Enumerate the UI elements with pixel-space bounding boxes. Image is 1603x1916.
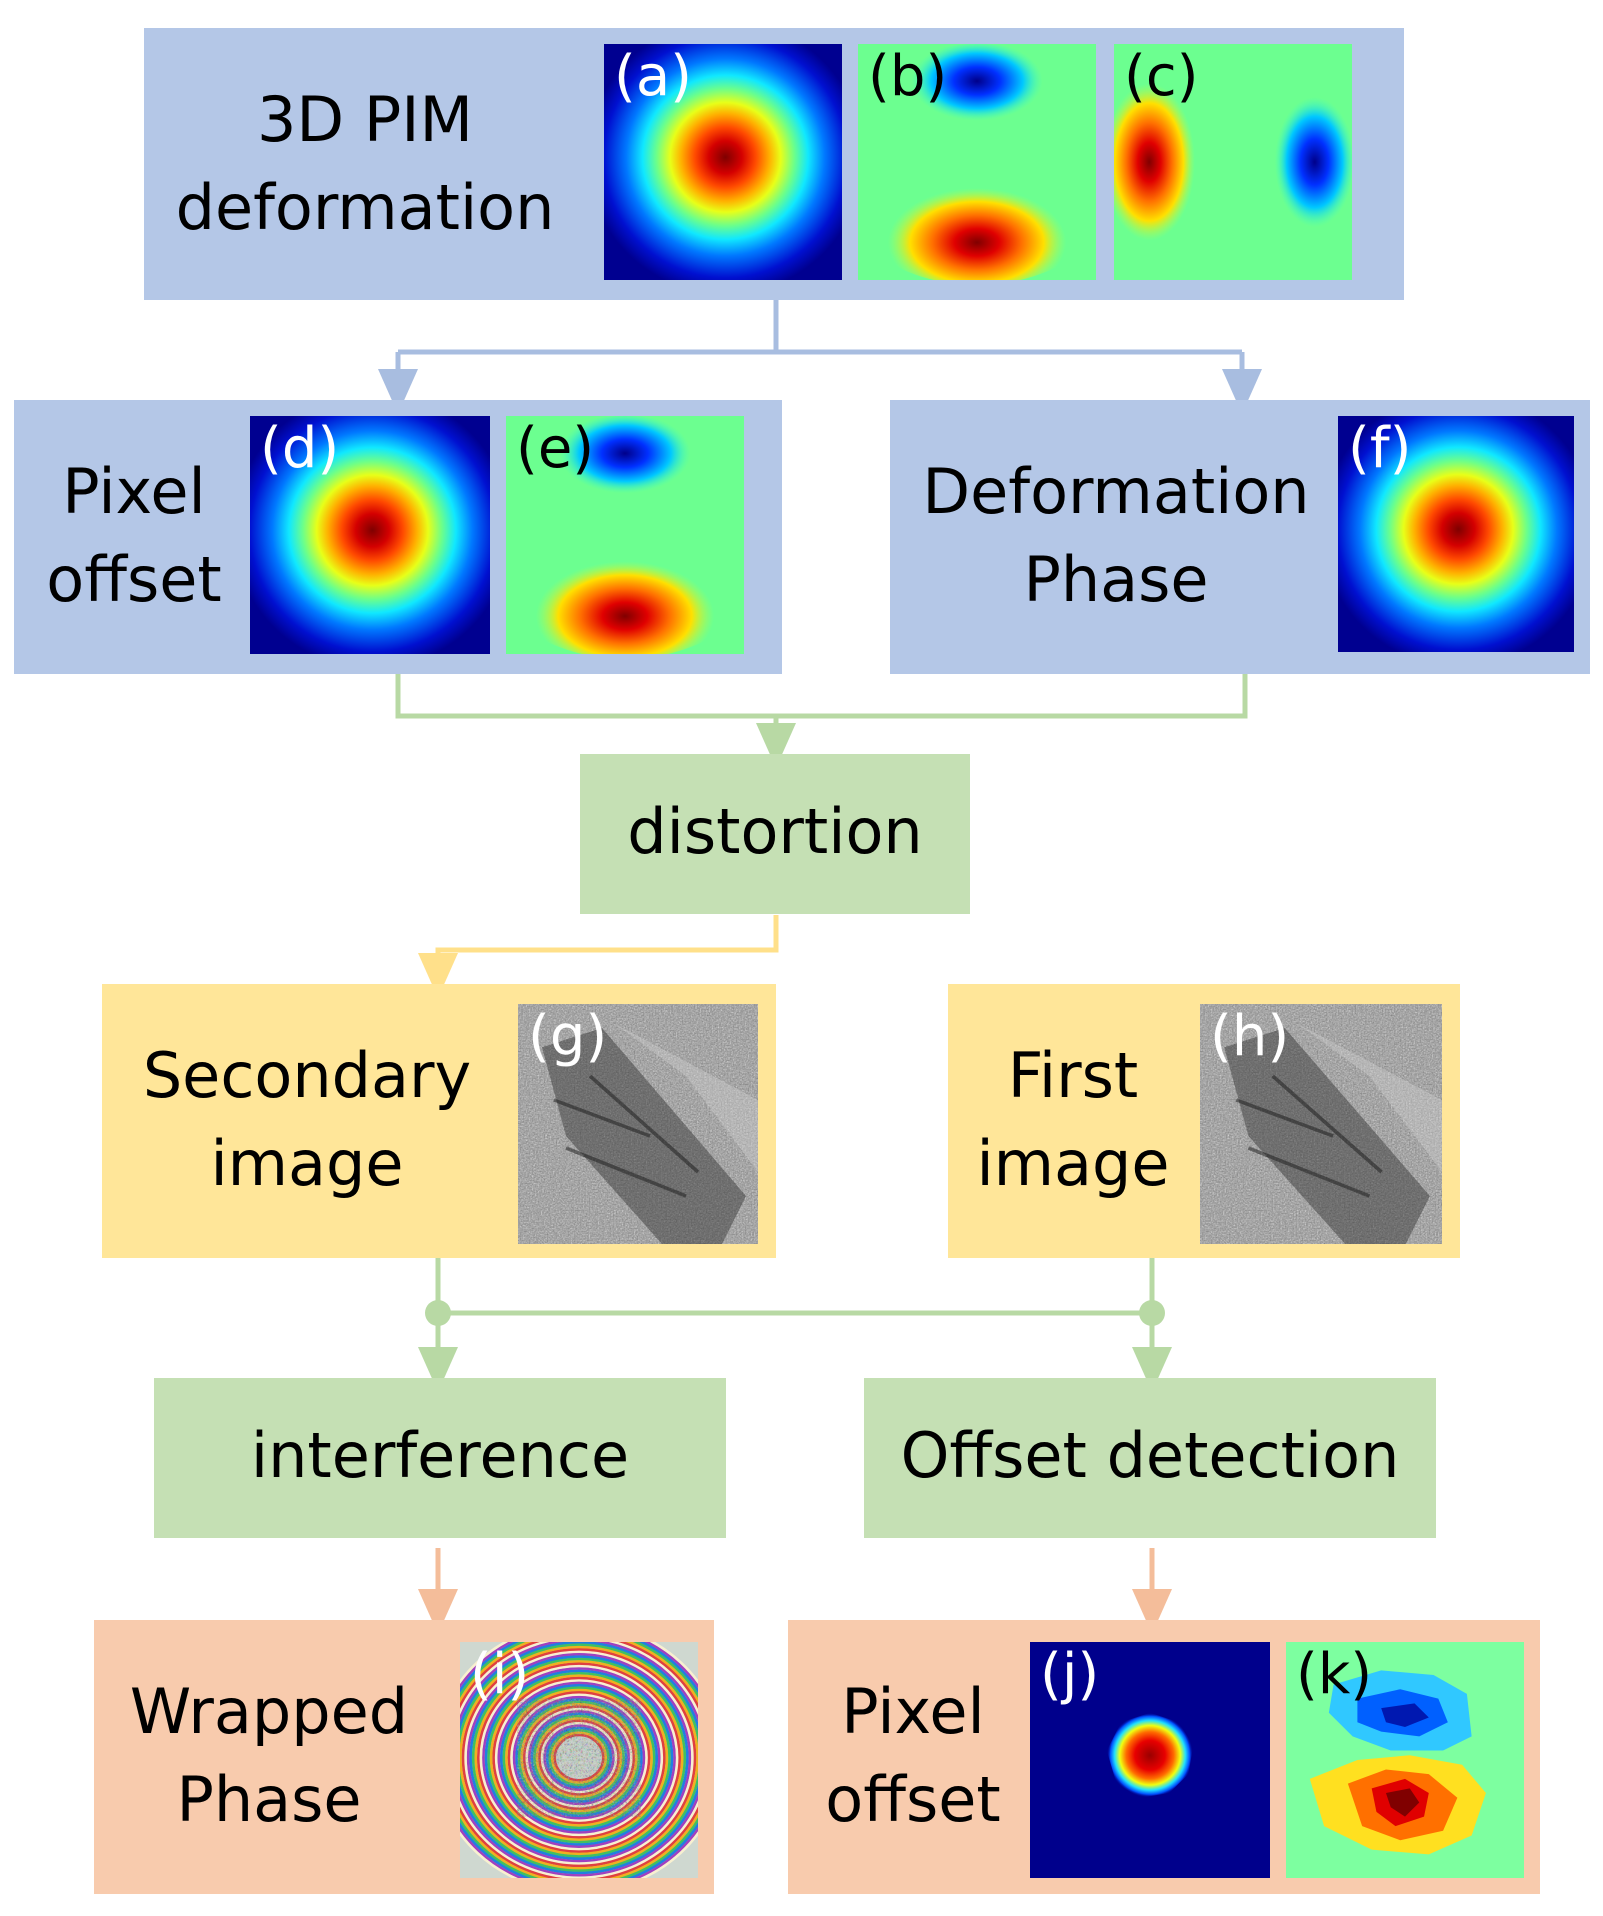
fringe-ring (461, 1648, 697, 1868)
pixel-offset-in-line2: offset (46, 543, 222, 617)
deformation-phase-label: Deformation Phase (890, 448, 1342, 624)
fringe-ring (489, 1674, 669, 1842)
panel-c-tag: (c) (1124, 44, 1199, 109)
pixel-offset-out-line1: Pixel (841, 1675, 985, 1748)
fringe-ring (464, 1650, 694, 1865)
fringe-ring (460, 1642, 698, 1878)
wrapped-line1: Wrapped (129, 1675, 409, 1748)
panel-h-tag: (h) (1210, 1004, 1290, 1069)
green-merge-connector (395, 674, 1248, 768)
fringe-ring (460, 1642, 698, 1875)
fringe-ring (471, 1657, 687, 1858)
interference-label: interference (250, 1419, 630, 1492)
panel-k-tag: (k) (1296, 1642, 1373, 1707)
panel-h-first-sar-image: (h) (1200, 1004, 1442, 1244)
secondary-line1: Secondary (142, 1039, 472, 1112)
fringe-ring (469, 1655, 689, 1861)
fringe-ring (487, 1671, 671, 1844)
blue-split-connector (378, 300, 1262, 414)
fringe-ring (512, 1695, 646, 1820)
first-line1: First (1007, 1039, 1139, 1112)
secondary-image-label: Secondary image (102, 1032, 512, 1208)
fringe-ring (460, 1645, 698, 1870)
pixel-offset-input-label: Pixel offset (14, 448, 254, 624)
panel-k-detected-offset-north: (k) (1286, 1642, 1524, 1878)
panel-g-secondary-sar-image: (g) (518, 1004, 758, 1244)
offset-detection-box: Offset detection (864, 1378, 1436, 1538)
interference-box: interference (154, 1378, 726, 1538)
fringe-ring (484, 1669, 674, 1846)
fringe-ring (507, 1690, 651, 1825)
panel-j-tag: (j) (1040, 1642, 1100, 1707)
panel-f-deformation-phase: (f) (1338, 416, 1574, 652)
fringe-ring (460, 1642, 698, 1877)
fringe-ring (510, 1693, 648, 1823)
secondary-line2: image (210, 1127, 404, 1201)
panel-i-wrapped-phase: (i) (460, 1642, 698, 1878)
panel-i-tag: (i) (470, 1642, 530, 1707)
panel-g-tag: (g) (528, 1004, 608, 1069)
fringe-ring (497, 1681, 661, 1834)
fringe-ring (482, 1667, 676, 1849)
fringe-ring (492, 1676, 666, 1839)
distortion-box: distortion (580, 754, 970, 914)
fringe-ring (466, 1652, 692, 1863)
fringe-ring (494, 1678, 664, 1837)
pim-title-line1: 3D PIM (256, 83, 474, 156)
peach-connector (418, 1548, 1172, 1634)
pixel-offset-output-label: Pixel offset (788, 1668, 1038, 1844)
wrapped-line2: Phase (176, 1763, 362, 1837)
pixel-offset-in-line1: Pixel (62, 455, 206, 528)
fringe-ring (474, 1659, 684, 1856)
wrapped-phase-label: Wrapped Phase (94, 1668, 444, 1844)
fringe-ring (504, 1688, 654, 1827)
fringe-ring (476, 1662, 682, 1853)
panel-f-tag: (f) (1348, 416, 1412, 481)
fringe-ring (502, 1686, 656, 1830)
panel-e-tag: (e) (516, 416, 595, 481)
panel-j-detected-offset-vertical: (j) (1030, 1642, 1270, 1878)
pim-deformation-label: 3D PIM deformation (144, 76, 586, 252)
fringe-ring (479, 1664, 679, 1851)
panel-d-tag: (d) (260, 416, 340, 481)
panel-a-tag: (a) (614, 44, 693, 109)
fringe-ring (460, 1643, 698, 1872)
pixel-offset-out-line2: offset (825, 1763, 1001, 1837)
green-split-connector (418, 1258, 1172, 1392)
panel-a-vertical-deformation: (a) (604, 44, 842, 280)
deformation-phase-line2: Phase (1023, 543, 1209, 617)
panel-c-east-deformation: (c) (1114, 44, 1352, 280)
distortion-label: distortion (627, 795, 923, 868)
pim-title-line2: deformation (175, 171, 555, 245)
fringe-ring (499, 1683, 659, 1832)
panel-b-tag: (b) (868, 44, 948, 109)
deformation-phase-line1: Deformation (922, 455, 1310, 528)
panel-d-pixel-offset-vertical: (d) (250, 416, 490, 654)
first-line2: image (976, 1127, 1170, 1201)
yellow-connector (418, 915, 779, 998)
panel-b-north-deformation: (b) (858, 44, 1096, 280)
first-image-label: First image (948, 1032, 1198, 1208)
panel-e-pixel-offset-north: (e) (506, 416, 744, 654)
offset-detection-label: Offset detection (900, 1419, 1400, 1492)
